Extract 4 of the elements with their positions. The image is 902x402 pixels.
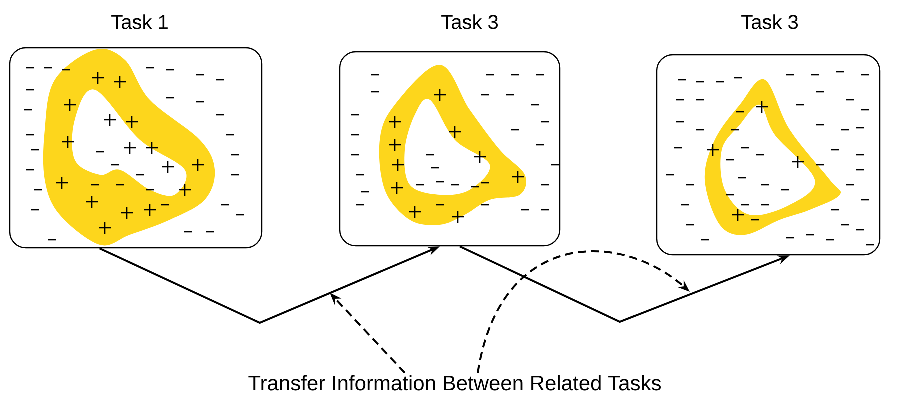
box-title: Task 3 bbox=[442, 14, 498, 30]
box-title: Task 1 bbox=[112, 14, 168, 30]
box-title: Task 3 bbox=[742, 14, 798, 30]
caption-text: Transfer Information Between Related Tasks bbox=[248, 375, 661, 391]
